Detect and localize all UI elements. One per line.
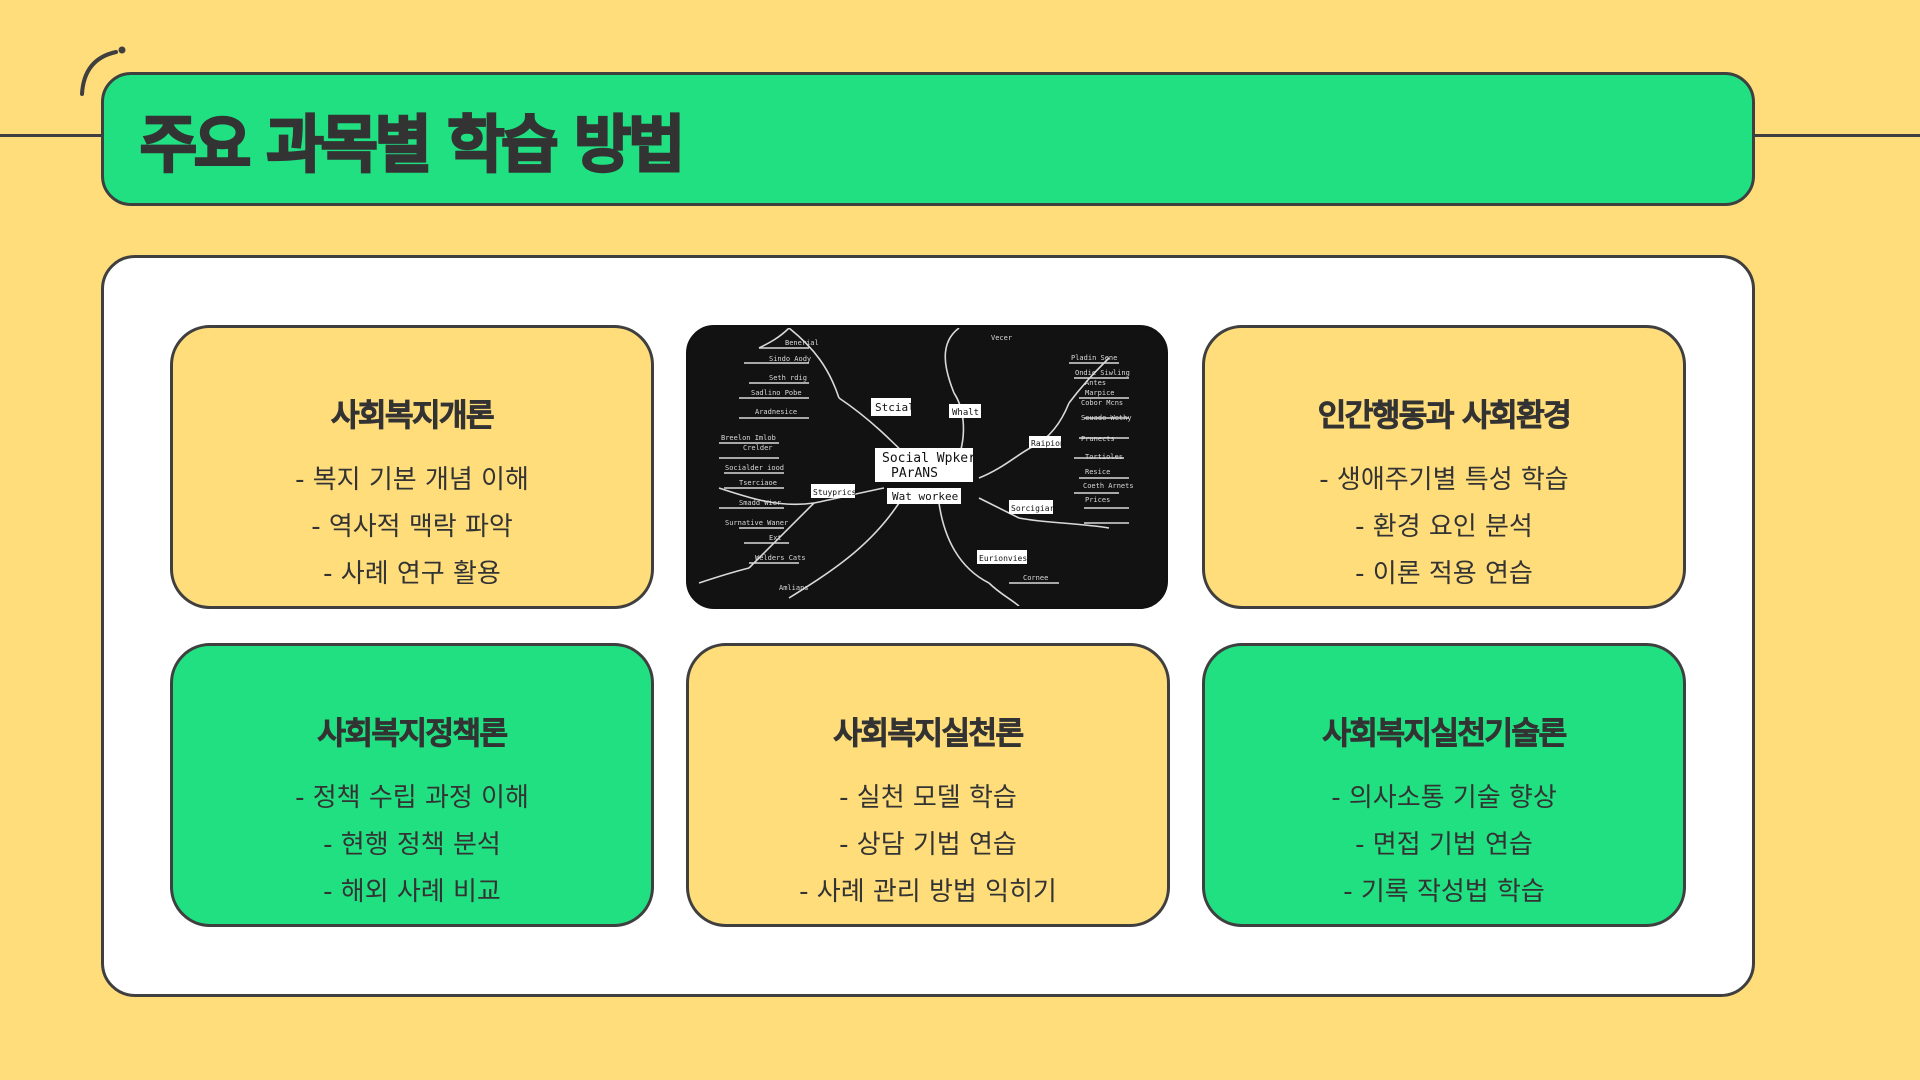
card-point: - 이론 적용 연습 — [1355, 559, 1533, 589]
mindmap-node: Stuyprics — [813, 488, 857, 497]
mindmap-node: Raipion — [1031, 439, 1065, 448]
card-point: - 해외 사례 비교 — [323, 877, 501, 907]
mindmap-leaf: Seuade Wethy — [1081, 414, 1132, 422]
subject-card-human-behavior: 인간행동과 사회환경 - 생애주기별 특성 학습 - 환경 요인 분석 - 이론… — [1202, 325, 1686, 609]
mindmap-leaf: Sadlino Pobe — [751, 389, 802, 397]
mindmap-leaf: Socialder iood — [725, 464, 784, 472]
mindmap-image: Social Wpker PArANS Wat workee Stcial Wh… — [686, 325, 1168, 609]
card-point: - 면접 기법 연습 — [1355, 830, 1533, 860]
card-title: 사회복지개론 — [330, 398, 495, 435]
mindmap-leaf: Cobor Mcns — [1081, 399, 1123, 407]
mindmap-drawing: Social Wpker PArANS Wat workee Stcial Wh… — [698, 328, 1134, 606]
mindmap-leaf: Crelder — [743, 444, 773, 452]
mindmap-leaf: Vecer — [991, 334, 1012, 342]
mindmap-leaf: Tserciaoe — [739, 479, 777, 487]
card-point: - 정책 수립 과정 이해 — [295, 783, 529, 813]
card-title: 사회복지실천기술론 — [1322, 716, 1567, 753]
card-title: 사회복지실천론 — [833, 716, 1024, 753]
mindmap-node: Sorcigiars — [1011, 504, 1059, 513]
mindmap-center-line: Social Wpker — [882, 451, 976, 466]
mindmap-leaf: Prunects — [1081, 435, 1115, 443]
card-point: - 기록 작성법 학습 — [1343, 877, 1545, 907]
mindmap-leaf: Smadd Wier — [739, 499, 781, 507]
mindmap-leaf: Benerial — [785, 339, 819, 347]
mindmap-node: Stcial — [875, 401, 915, 414]
mindmap-leaf: Welders Cats — [755, 554, 806, 562]
mindmap-leaf: Amlians — [779, 584, 809, 592]
mindmap-node: Wat workee — [892, 490, 958, 503]
mindmap-leaf: Aradnesice — [755, 408, 797, 416]
mindmap-leaf: Ondie Siwling — [1075, 369, 1130, 377]
decorative-arc-icon — [80, 46, 126, 96]
decorative-line-right — [1755, 134, 1920, 137]
mindmap-leaf: Seth rdig — [769, 374, 807, 382]
mindmap-leaf: Resice — [1085, 468, 1110, 476]
card-point: - 실천 모델 학습 — [839, 783, 1017, 813]
card-point: - 상담 기법 연습 — [839, 830, 1017, 860]
card-point: - 현행 정책 분석 — [323, 830, 501, 860]
mindmap-node: Eurionvies — [979, 554, 1027, 563]
card-point: - 의사소통 기술 향상 — [1331, 783, 1557, 813]
mindmap-leaf: Marpice — [1085, 389, 1115, 397]
card-point: - 사례 연구 활용 — [323, 559, 501, 589]
subject-card-practice-skills: 사회복지실천기술론 - 의사소통 기술 향상 - 면접 기법 연습 - 기록 작… — [1202, 643, 1686, 927]
mindmap-leaf: Prices — [1085, 496, 1110, 504]
subject-card-intro: 사회복지개론 - 복지 기본 개념 이해 - 역사적 맥락 파악 - 사례 연구… — [170, 325, 654, 609]
mindmap-leaf: Antes — [1085, 379, 1106, 387]
mindmap-leaf: Coeth Arnets — [1083, 482, 1134, 490]
subject-card-policy: 사회복지정책론 - 정책 수립 과정 이해 - 현행 정책 분석 - 해외 사례… — [170, 643, 654, 927]
card-point: - 생애주기별 특성 학습 — [1319, 465, 1569, 495]
mindmap-leaf: Surnative Waner — [725, 519, 788, 527]
mindmap-leaf: Cornee — [1023, 574, 1048, 582]
title-banner: 주요 과목별 학습 방법 — [101, 72, 1755, 206]
mindmap-leaf: Breelon Imlob — [721, 434, 776, 442]
subject-card-practice: 사회복지실천론 - 실천 모델 학습 - 상담 기법 연습 - 사례 관리 방법… — [686, 643, 1170, 927]
mindmap-leaf: Ext — [769, 534, 782, 542]
card-point: - 사례 관리 방법 익히기 — [799, 877, 1057, 907]
decorative-line-left — [0, 134, 104, 137]
mindmap-leaf: Pladin Sene — [1071, 354, 1117, 362]
mindmap-leaf: Tortioles — [1085, 453, 1123, 461]
card-point: - 환경 요인 분석 — [1355, 512, 1533, 542]
page-title: 주요 과목별 학습 방법 — [139, 107, 687, 183]
card-point: - 복지 기본 개념 이해 — [295, 465, 529, 495]
card-title: 사회복지정책론 — [317, 716, 508, 753]
card-point: - 역사적 맥락 파악 — [311, 512, 513, 542]
card-title: 인간행동과 사회환경 — [1317, 398, 1572, 435]
mindmap-leaf: Sindo Aody — [769, 355, 811, 363]
mindmap-center-line: PArANS — [891, 466, 938, 481]
mindmap-node: Whalt — [952, 408, 979, 418]
